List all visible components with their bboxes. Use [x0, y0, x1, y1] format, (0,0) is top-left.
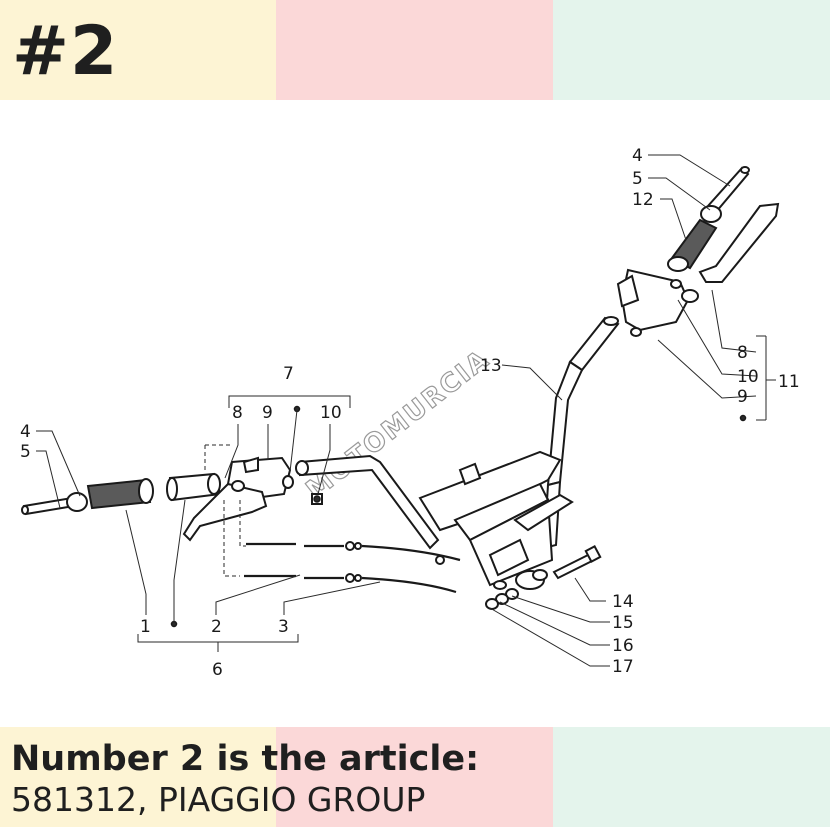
callout-6: 6 [212, 660, 223, 680]
callout-11-right: 11 [778, 372, 800, 392]
callout-1: 1 [140, 617, 151, 637]
callout-14: 14 [612, 592, 634, 612]
right-control-assembly [616, 166, 780, 337]
header-band [0, 0, 830, 100]
callout-4-left: 4 [20, 422, 31, 442]
callout-3: 3 [278, 617, 289, 637]
header-band-yellow [0, 0, 276, 100]
footer-band-pink [276, 727, 553, 827]
article-reference: 581312, PIAGGIO GROUP [11, 780, 426, 819]
assembly-outlines [204, 444, 246, 577]
fasteners [485, 545, 602, 610]
footer-band [0, 727, 830, 827]
callout-12-right: 12 [632, 190, 654, 210]
article-heading: Number 2 is the article: [11, 739, 480, 779]
callout-5-left: 5 [20, 442, 31, 462]
callout-8-left: 8 [232, 403, 243, 423]
callout-2: 2 [211, 617, 222, 637]
footer-band-mint [553, 727, 830, 827]
item-number-badge: #2 [12, 12, 119, 91]
callout-15: 15 [612, 613, 634, 633]
callout-9-left: 9 [262, 403, 273, 423]
callout-labels: 13 4 5 12 8 10 9 11 7 8 9 10 4 5 1 2 3 6… [20, 146, 800, 680]
left-control-assembly [21, 456, 323, 542]
callout-17: 17 [612, 657, 634, 677]
header-band-mint [553, 0, 830, 100]
brake-cables [244, 541, 461, 594]
callout-8-right: 8 [737, 343, 748, 363]
footer-band-yellow [0, 727, 276, 827]
callout-5-right: 5 [632, 169, 643, 189]
callout-10-right: 10 [737, 367, 759, 387]
handlebar-tube [295, 316, 620, 590]
callout-4-right: 4 [632, 146, 643, 166]
callout-7: 7 [283, 364, 294, 384]
leader-lines [36, 154, 776, 667]
header-band-pink [276, 0, 553, 100]
callout-10-left: 10 [320, 403, 342, 423]
exploded-parts-diagram: MOTOMURCIA [20, 146, 800, 680]
callout-13: 13 [480, 356, 502, 376]
callout-9-right: 9 [737, 387, 748, 407]
callout-16: 16 [612, 636, 634, 656]
